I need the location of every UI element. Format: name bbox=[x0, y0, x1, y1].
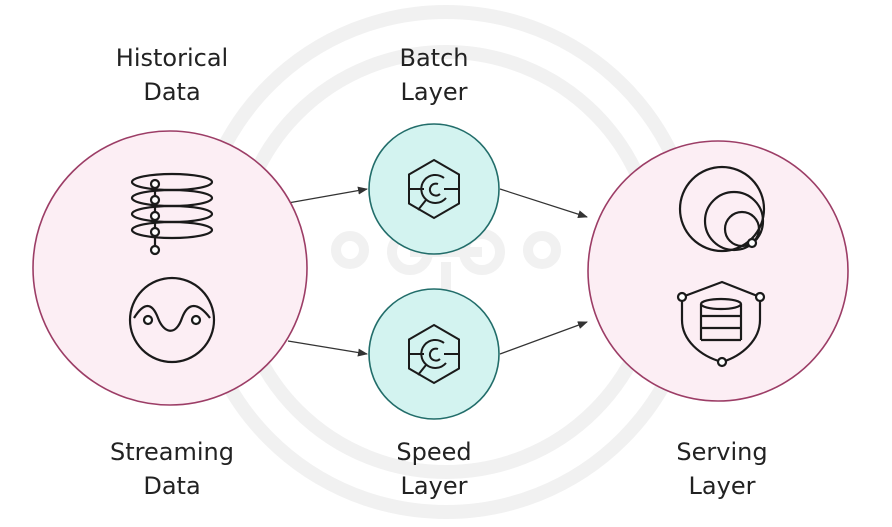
nested-circles-icon bbox=[678, 165, 766, 253]
label-batch-line1: Batch bbox=[400, 44, 469, 72]
label-streaming-line2: Data bbox=[143, 472, 200, 500]
arrow-speed-to-serving bbox=[499, 321, 588, 355]
label-serving-line1: Serving bbox=[676, 438, 767, 466]
batch-layer-node bbox=[368, 123, 500, 255]
shield-database-icon bbox=[676, 280, 766, 368]
label-streaming-data: Streaming Data bbox=[110, 438, 234, 500]
label-speed-line2: Layer bbox=[401, 472, 468, 500]
connector-arrows bbox=[287, 186, 588, 357]
label-serving-layer: Serving Layer bbox=[676, 438, 767, 500]
wave-circle-icon bbox=[128, 276, 216, 364]
label-batch-layer: Batch Layer bbox=[400, 44, 469, 106]
label-streaming-line1: Streaming bbox=[110, 438, 234, 466]
hexagon-gear-icon bbox=[408, 158, 460, 220]
hexagon-gear-icon bbox=[408, 323, 460, 385]
arrow-historical-to-batch bbox=[287, 186, 368, 204]
arrow-streaming-to-speed bbox=[287, 340, 368, 357]
label-speed-line1: Speed bbox=[396, 438, 471, 466]
label-historical-line2: Data bbox=[143, 78, 200, 106]
data-sources-node bbox=[32, 130, 308, 406]
label-historical-line1: Historical bbox=[116, 44, 228, 72]
serving-layer-node bbox=[587, 140, 849, 402]
label-historical-data: Historical Data bbox=[116, 44, 228, 106]
arrow-batch-to-serving bbox=[499, 188, 588, 219]
label-speed-layer: Speed Layer bbox=[396, 438, 471, 500]
label-serving-line2: Layer bbox=[689, 472, 756, 500]
stacked-coil-icon bbox=[130, 172, 214, 256]
label-batch-line2: Layer bbox=[401, 78, 468, 106]
speed-layer-node bbox=[368, 288, 500, 420]
